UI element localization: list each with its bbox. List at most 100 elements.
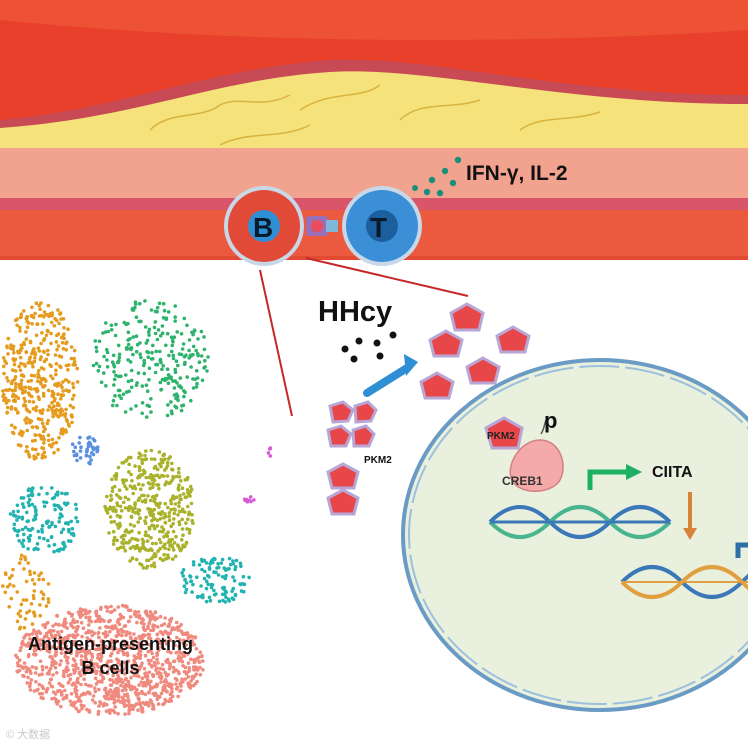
tsne-point (71, 405, 75, 410)
tsne-point (85, 448, 89, 453)
tsne-point (170, 461, 174, 466)
tsne-point (7, 387, 12, 392)
tsne-point (135, 688, 139, 692)
tsne-point (123, 495, 128, 500)
tsne-point (162, 308, 167, 313)
tsne-point (167, 666, 172, 671)
tsne-point (64, 348, 68, 352)
tsne-point (116, 699, 121, 703)
tsne-point (145, 564, 150, 569)
tsne-point (112, 538, 116, 543)
tsne-point (39, 382, 43, 386)
tsne-point (169, 501, 174, 506)
tsne-point (182, 362, 187, 367)
tsne-point (66, 501, 70, 506)
tsne-point (200, 559, 204, 563)
tsne-point (156, 661, 160, 665)
tsne-point (90, 652, 94, 657)
tsne-point (113, 394, 117, 398)
tsne-point (150, 495, 155, 499)
tsne-point (202, 347, 207, 352)
tsne-point (141, 635, 145, 640)
tsne-point (87, 617, 92, 622)
tsne-point (44, 500, 49, 505)
tsne-point (68, 403, 73, 408)
tsne-point (114, 477, 118, 481)
tsne-point (44, 622, 48, 627)
tsne-point (187, 531, 192, 535)
tsne-point (66, 522, 70, 526)
tsne-point (197, 360, 202, 365)
tsne-point (169, 616, 174, 621)
tsne-point (28, 339, 33, 344)
tsne-point (35, 542, 40, 546)
tsne-point (189, 643, 193, 647)
tsne-point (111, 668, 116, 673)
pkm2-nucleus-label: PKM2 (487, 431, 515, 442)
tsne-point (80, 706, 84, 711)
tsne-point (151, 707, 155, 711)
tsne-point (105, 347, 109, 352)
tsne-point (16, 443, 21, 447)
tsne-point (121, 639, 126, 643)
tsne-point (146, 534, 150, 538)
tsne-point (149, 536, 153, 540)
tsne-point (121, 615, 126, 620)
tsne-point (123, 672, 127, 676)
tsne-point (124, 688, 128, 692)
tsne-point (91, 642, 96, 647)
tsne-point (37, 673, 42, 677)
tsne-point (165, 474, 170, 478)
tsne-point (79, 607, 84, 612)
tsne-point (80, 613, 85, 617)
tsne-point (32, 359, 37, 364)
tsne-point (44, 604, 49, 608)
tsne-point (65, 665, 69, 669)
tsne-point (115, 657, 119, 661)
tsne-point (214, 592, 218, 596)
tsne-point (149, 510, 153, 515)
tsne-point (74, 502, 78, 507)
tsne-point (13, 426, 17, 430)
tsne-point (5, 344, 9, 349)
tsne-point (170, 343, 175, 348)
tsne-point (32, 648, 37, 653)
tsne-point (36, 452, 40, 457)
tsne-point (133, 506, 137, 511)
tsne-point (21, 666, 26, 671)
tsne-point (205, 369, 209, 373)
tsne-point (87, 440, 92, 445)
tsne-point (176, 544, 181, 549)
tsne-point (69, 345, 74, 349)
tsne-point (129, 636, 133, 641)
tsne-point (157, 301, 162, 306)
tsne-point (50, 660, 54, 665)
tsne-point (196, 337, 200, 341)
tsne-point (134, 334, 139, 339)
tsne-point (150, 357, 155, 361)
tsne-point (176, 513, 180, 517)
tsne-point (132, 632, 136, 636)
tsne-point (163, 629, 167, 634)
tsne-point (88, 668, 92, 672)
tsne-point (182, 654, 186, 658)
tsne-point (159, 623, 164, 628)
tsne-point (200, 378, 205, 383)
tsne-point (38, 409, 42, 413)
tsne-point (127, 711, 131, 716)
tsne-point (63, 641, 67, 645)
tsne-point (104, 624, 108, 629)
tsne-point (154, 501, 158, 506)
tsne-point (99, 665, 103, 669)
tsne-point (153, 320, 158, 324)
tsne-point (124, 528, 129, 532)
tsne-point (182, 650, 186, 655)
tsne-point (29, 419, 34, 423)
tsne-point (137, 482, 141, 487)
tsne-point (194, 348, 198, 353)
tsne-point (131, 335, 136, 339)
tsne-point (22, 567, 26, 571)
tsne-point (212, 570, 216, 574)
tsne-point (155, 362, 160, 367)
cluster-label: Antigen-presenting B cells (8, 632, 213, 680)
